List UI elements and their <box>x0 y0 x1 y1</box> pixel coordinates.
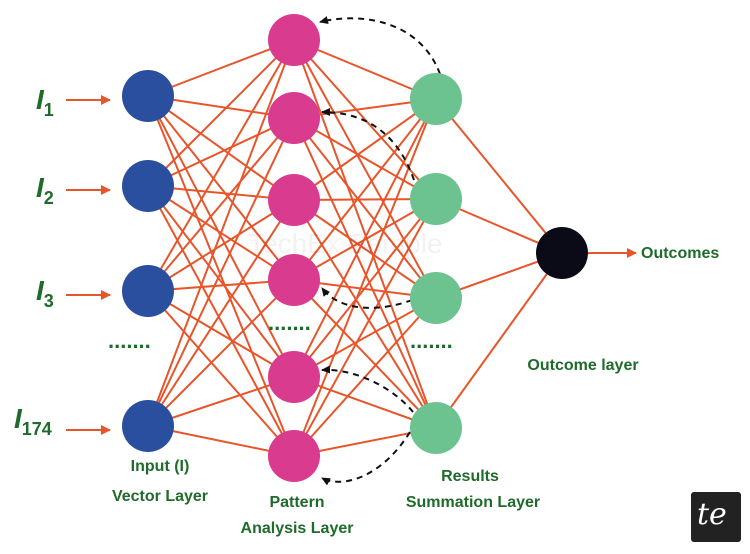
input-node <box>122 70 174 122</box>
connection-line <box>147 117 295 427</box>
connection-line <box>293 39 437 200</box>
connection-line <box>293 198 437 457</box>
pattern-layer-label: Pattern <box>269 494 324 511</box>
connection-line <box>293 198 437 378</box>
feedback-arrow <box>321 108 415 181</box>
connection-line <box>435 98 563 254</box>
connection-line <box>293 199 437 299</box>
results-layer-label: Results <box>441 468 499 485</box>
input-layer-label-2: Vector Layer <box>112 488 208 505</box>
result-node <box>410 73 462 125</box>
input-node <box>122 160 174 212</box>
connection-line <box>147 95 295 281</box>
input-label-2: I2 <box>36 172 54 208</box>
pattern-node <box>268 351 320 403</box>
connection-line <box>147 39 295 427</box>
feedback-arrow <box>321 365 414 413</box>
input-node <box>122 400 174 452</box>
results-layer-label-2: Summation Layer <box>406 494 540 511</box>
input-arrows <box>66 95 111 435</box>
connection-line <box>293 98 437 457</box>
pattern-ellipsis: ....... <box>268 310 311 335</box>
feedback-arrow <box>319 16 441 75</box>
connection-line <box>293 98 437 201</box>
outcomes-label: Outcomes <box>641 245 719 262</box>
input-label-3: I3 <box>36 275 54 311</box>
watermark-text: TechEx Sample <box>248 228 443 259</box>
connection-line <box>147 290 295 457</box>
connection-line <box>147 95 295 201</box>
pattern-node <box>268 14 320 66</box>
connection-line <box>147 117 295 292</box>
input-layer-label: Input (I) <box>131 458 190 475</box>
connection-line <box>293 39 437 299</box>
nodes <box>122 14 588 482</box>
connection-line <box>147 95 295 457</box>
connection-line <box>147 199 295 427</box>
connection-line <box>147 39 295 97</box>
connection-line <box>293 39 437 429</box>
input-node <box>122 265 174 317</box>
pattern-node <box>268 92 320 144</box>
connection-line <box>147 279 295 427</box>
connection-line <box>293 98 437 378</box>
results-ellipsis: ....... <box>410 328 453 353</box>
connection-line <box>435 252 563 429</box>
connection-line <box>293 98 437 281</box>
result-node <box>410 173 462 225</box>
brand-logo: te <box>691 492 741 542</box>
outcome-node <box>536 227 588 279</box>
feedback-arrow <box>321 431 411 486</box>
connection-line <box>293 199 437 429</box>
connection-line <box>147 185 295 457</box>
connection-line <box>293 279 437 429</box>
pattern-node <box>268 174 320 226</box>
connection-line <box>147 95 295 378</box>
outcome-layer-label: Outcome layer <box>527 357 638 374</box>
connection-line <box>293 117 437 200</box>
feedback-arrows <box>319 16 441 486</box>
pattern-node <box>268 254 320 306</box>
result-node <box>410 402 462 454</box>
connection-line <box>147 185 295 378</box>
input-label-174: I174 <box>14 403 52 439</box>
logo-text: te <box>697 497 727 532</box>
connection-line <box>147 39 295 292</box>
input-label-1: I1 <box>36 84 54 120</box>
connection-line <box>293 117 437 299</box>
connection-line <box>293 297 437 378</box>
connection-line <box>147 199 295 292</box>
input-labels: I1 I2 I3 I174 <box>14 84 54 439</box>
input-ellipsis: ....... <box>108 328 151 353</box>
pattern-layer-label-2: Analysis Layer <box>241 520 354 537</box>
connection-line <box>147 117 295 187</box>
connection-line <box>147 39 295 187</box>
pattern-node <box>268 430 320 482</box>
result-node <box>410 272 462 324</box>
connection-line <box>147 290 295 378</box>
connection-line <box>293 117 437 429</box>
